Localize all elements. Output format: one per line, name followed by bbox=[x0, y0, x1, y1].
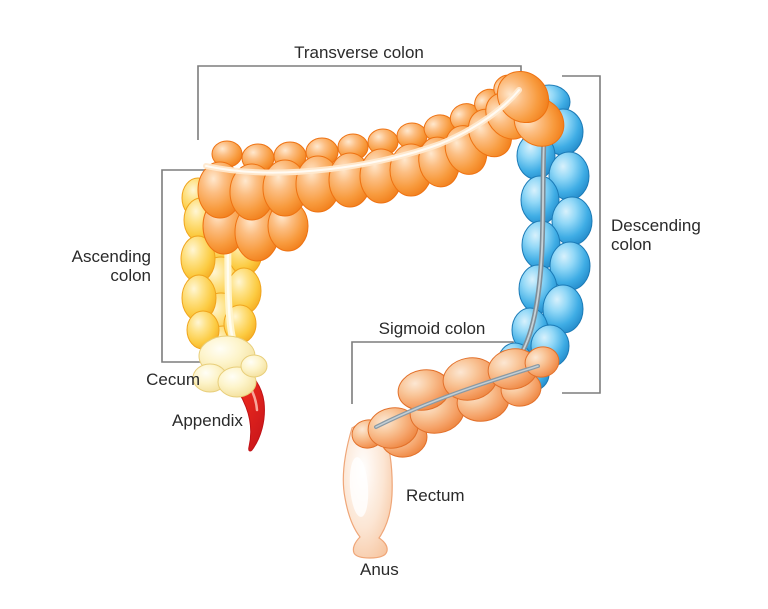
rectum-label: Rectum bbox=[406, 486, 465, 505]
cecum-label: Cecum bbox=[146, 370, 200, 389]
taenia-coli-highlight-transverse bbox=[205, 89, 520, 174]
descending-colon-label-line2: colon bbox=[611, 235, 652, 254]
taenia-coli-highlight-sigmoid bbox=[375, 365, 539, 428]
cecum-shape bbox=[192, 335, 268, 398]
transverse-colon-haustra bbox=[197, 70, 565, 262]
haustra-bump bbox=[496, 70, 550, 124]
haustra-bump bbox=[524, 346, 560, 378]
haustra-bump bbox=[240, 354, 268, 378]
bracket-descending-colon bbox=[562, 75, 601, 394]
rectum-shape bbox=[342, 422, 393, 559]
ascending-colon-label-line1: Ascending bbox=[72, 247, 151, 266]
descending-colon-label-line1: Descending bbox=[611, 216, 701, 235]
sigmoid-colon-haustra bbox=[351, 346, 560, 458]
transverse-colon-label: Transverse colon bbox=[294, 43, 424, 62]
sigmoid-colon-shape bbox=[351, 346, 560, 458]
labels: Transverse colon Ascending colon Cecum A… bbox=[72, 43, 701, 579]
ascending-colon-label-line2: colon bbox=[110, 266, 151, 285]
sigmoid-colon-label: Sigmoid colon bbox=[379, 319, 486, 338]
appendix-label: Appendix bbox=[172, 411, 243, 430]
transverse-colon-shape bbox=[197, 70, 565, 262]
anus-label: Anus bbox=[360, 560, 399, 579]
rectum-sheen bbox=[349, 457, 369, 517]
